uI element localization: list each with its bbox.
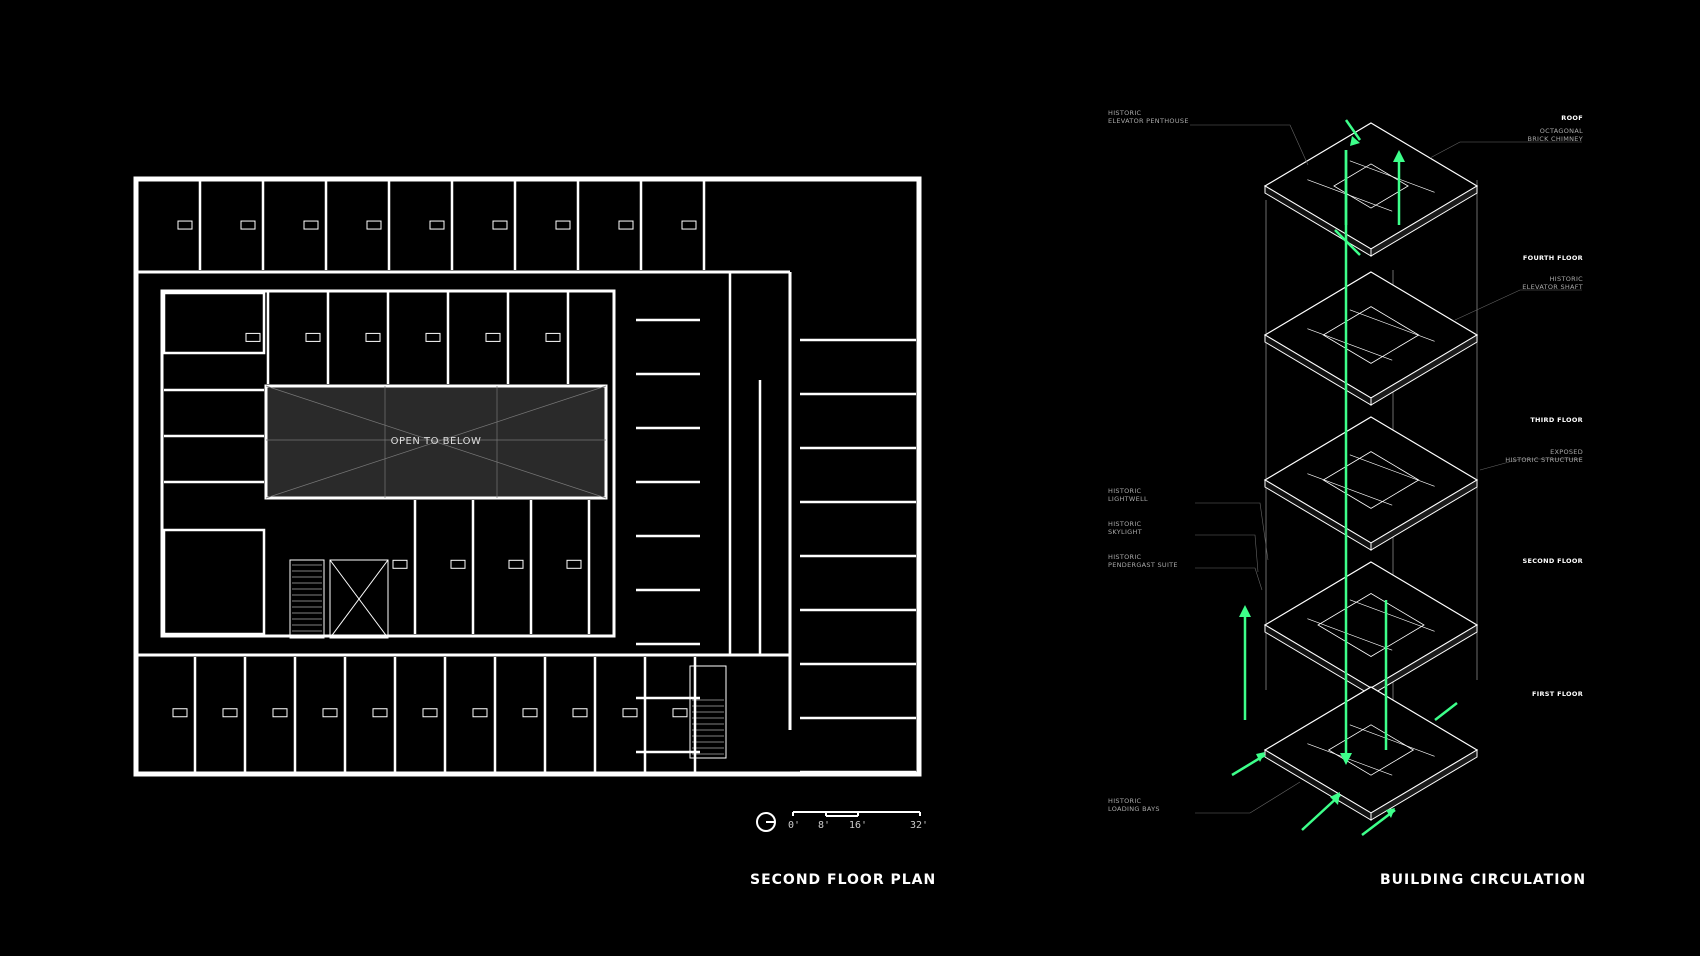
label-exposed-structure: EXPOSED HISTORIC STRUCTURE bbox=[1505, 448, 1583, 464]
label-loading-bays: HISTORIC LOADING BAYS bbox=[1108, 797, 1160, 813]
axo-roof bbox=[1263, 122, 1479, 257]
axo-fourth-partition bbox=[1307, 328, 1393, 361]
stair-core bbox=[289, 559, 727, 759]
stair-treads bbox=[292, 564, 724, 755]
plan-title: SECOND FLOOR PLAN bbox=[750, 872, 937, 888]
plan-room-grid bbox=[162, 181, 916, 774]
bath-fixture bbox=[472, 708, 488, 718]
scale-tick-32: 32' bbox=[910, 820, 929, 831]
floor-label-roof: ROOF bbox=[1561, 114, 1583, 122]
axo-second-courtyard bbox=[1317, 593, 1425, 657]
axo-third bbox=[1263, 416, 1479, 551]
axo-roof-top bbox=[1263, 122, 1479, 250]
axo-fourth-edge-right bbox=[1370, 334, 1478, 406]
axo-third-partition bbox=[1349, 454, 1435, 487]
axo-fourth-top bbox=[1263, 271, 1479, 399]
atrium-diagonals bbox=[265, 385, 607, 499]
floor-label-second: SECOND FLOOR bbox=[1522, 557, 1583, 565]
bath-fixture bbox=[305, 332, 321, 342]
scale-tick-0: 0' bbox=[788, 820, 801, 831]
axo-first-partition bbox=[1349, 724, 1435, 757]
circulation-arrowheads bbox=[1239, 136, 1405, 818]
bath-fixture bbox=[672, 708, 688, 718]
label-elevator-penthouse: HISTORIC ELEVATOR PENTHOUSE bbox=[1108, 109, 1189, 125]
leader-lines bbox=[1190, 124, 1582, 814]
bath-fixture bbox=[429, 220, 445, 230]
bath-fixture bbox=[245, 332, 261, 342]
bath-fixture bbox=[618, 220, 634, 230]
label-elevator-shaft: HISTORIC ELEVATOR SHAFT bbox=[1522, 275, 1583, 291]
bath-fixture bbox=[272, 708, 288, 718]
bath-fixture bbox=[172, 708, 188, 718]
bath-fixture bbox=[522, 708, 538, 718]
open-to-below-label: OPEN TO BELOW bbox=[390, 436, 482, 447]
axo-first bbox=[1263, 686, 1479, 821]
axo-fourth-courtyard bbox=[1322, 306, 1420, 364]
scale-tick-16: 16' bbox=[849, 820, 868, 831]
axo-third-courtyard bbox=[1322, 451, 1420, 509]
axo-roof-partition bbox=[1349, 160, 1435, 193]
axo-first-top bbox=[1263, 686, 1479, 814]
label-brick-chimney: OCTAGONAL BRICK CHIMNEY bbox=[1527, 127, 1583, 143]
axo-second-partition bbox=[1349, 599, 1435, 632]
floor-label-first: FIRST FLOOR bbox=[1532, 690, 1583, 698]
bath-fixture bbox=[240, 220, 256, 230]
bath-fixture bbox=[508, 559, 524, 569]
bath-fixture bbox=[555, 220, 571, 230]
bath-fixture bbox=[425, 332, 441, 342]
bath-fixture bbox=[566, 559, 582, 569]
axo-second-top bbox=[1263, 561, 1479, 689]
bath-fixture bbox=[492, 220, 508, 230]
bath-fixture bbox=[572, 708, 588, 718]
label-lightwell: HISTORIC LIGHTWELL bbox=[1108, 487, 1148, 503]
axo-floor-stack bbox=[1263, 122, 1479, 821]
bath-fixture bbox=[372, 708, 388, 718]
label-skylight: HISTORIC SKYLIGHT bbox=[1108, 520, 1142, 536]
axo-first-courtyard bbox=[1327, 724, 1415, 776]
bath-fixture bbox=[681, 220, 697, 230]
floor-label-third: THIRD FLOOR bbox=[1530, 416, 1583, 424]
axo-roof-edge-right bbox=[1370, 185, 1478, 257]
bath-fixture bbox=[622, 708, 638, 718]
axo-second-partition bbox=[1307, 618, 1393, 651]
bath-fixture bbox=[392, 559, 408, 569]
bath-fixture bbox=[322, 708, 338, 718]
plan-outer-wall bbox=[133, 176, 922, 777]
axo-title: BUILDING CIRCULATION bbox=[1380, 872, 1587, 888]
bath-fixture bbox=[422, 708, 438, 718]
circulation-paths bbox=[1231, 119, 1458, 836]
bath-fixture bbox=[177, 220, 193, 230]
bath-fixture bbox=[450, 559, 466, 569]
axo-third-edge-right bbox=[1370, 479, 1478, 551]
room-southwest bbox=[162, 528, 266, 636]
axo-first-partition bbox=[1307, 743, 1393, 776]
bath-fixture bbox=[366, 220, 382, 230]
axo-third-top bbox=[1263, 416, 1479, 544]
bath-fixture bbox=[485, 332, 501, 342]
room-northwest bbox=[162, 291, 266, 355]
bath-fixture bbox=[545, 332, 561, 342]
axo-roof-partition bbox=[1307, 179, 1393, 212]
axo-second bbox=[1263, 561, 1479, 696]
floor-label-fourth: FOURTH FLOOR bbox=[1522, 254, 1583, 262]
bath-fixture bbox=[222, 708, 238, 718]
scale-tick-8: 8' bbox=[818, 820, 831, 831]
scale-bar bbox=[756, 811, 921, 832]
bath-fixture bbox=[365, 332, 381, 342]
bath-fixture bbox=[303, 220, 319, 230]
axo-third-partition bbox=[1307, 473, 1393, 506]
axo-first-edge-right bbox=[1370, 749, 1478, 821]
axo-fourth bbox=[1263, 271, 1479, 406]
label-pendergast-suite: HISTORIC PENDERGAST SUITE bbox=[1108, 553, 1178, 569]
axo-fourth-partition bbox=[1349, 309, 1435, 342]
